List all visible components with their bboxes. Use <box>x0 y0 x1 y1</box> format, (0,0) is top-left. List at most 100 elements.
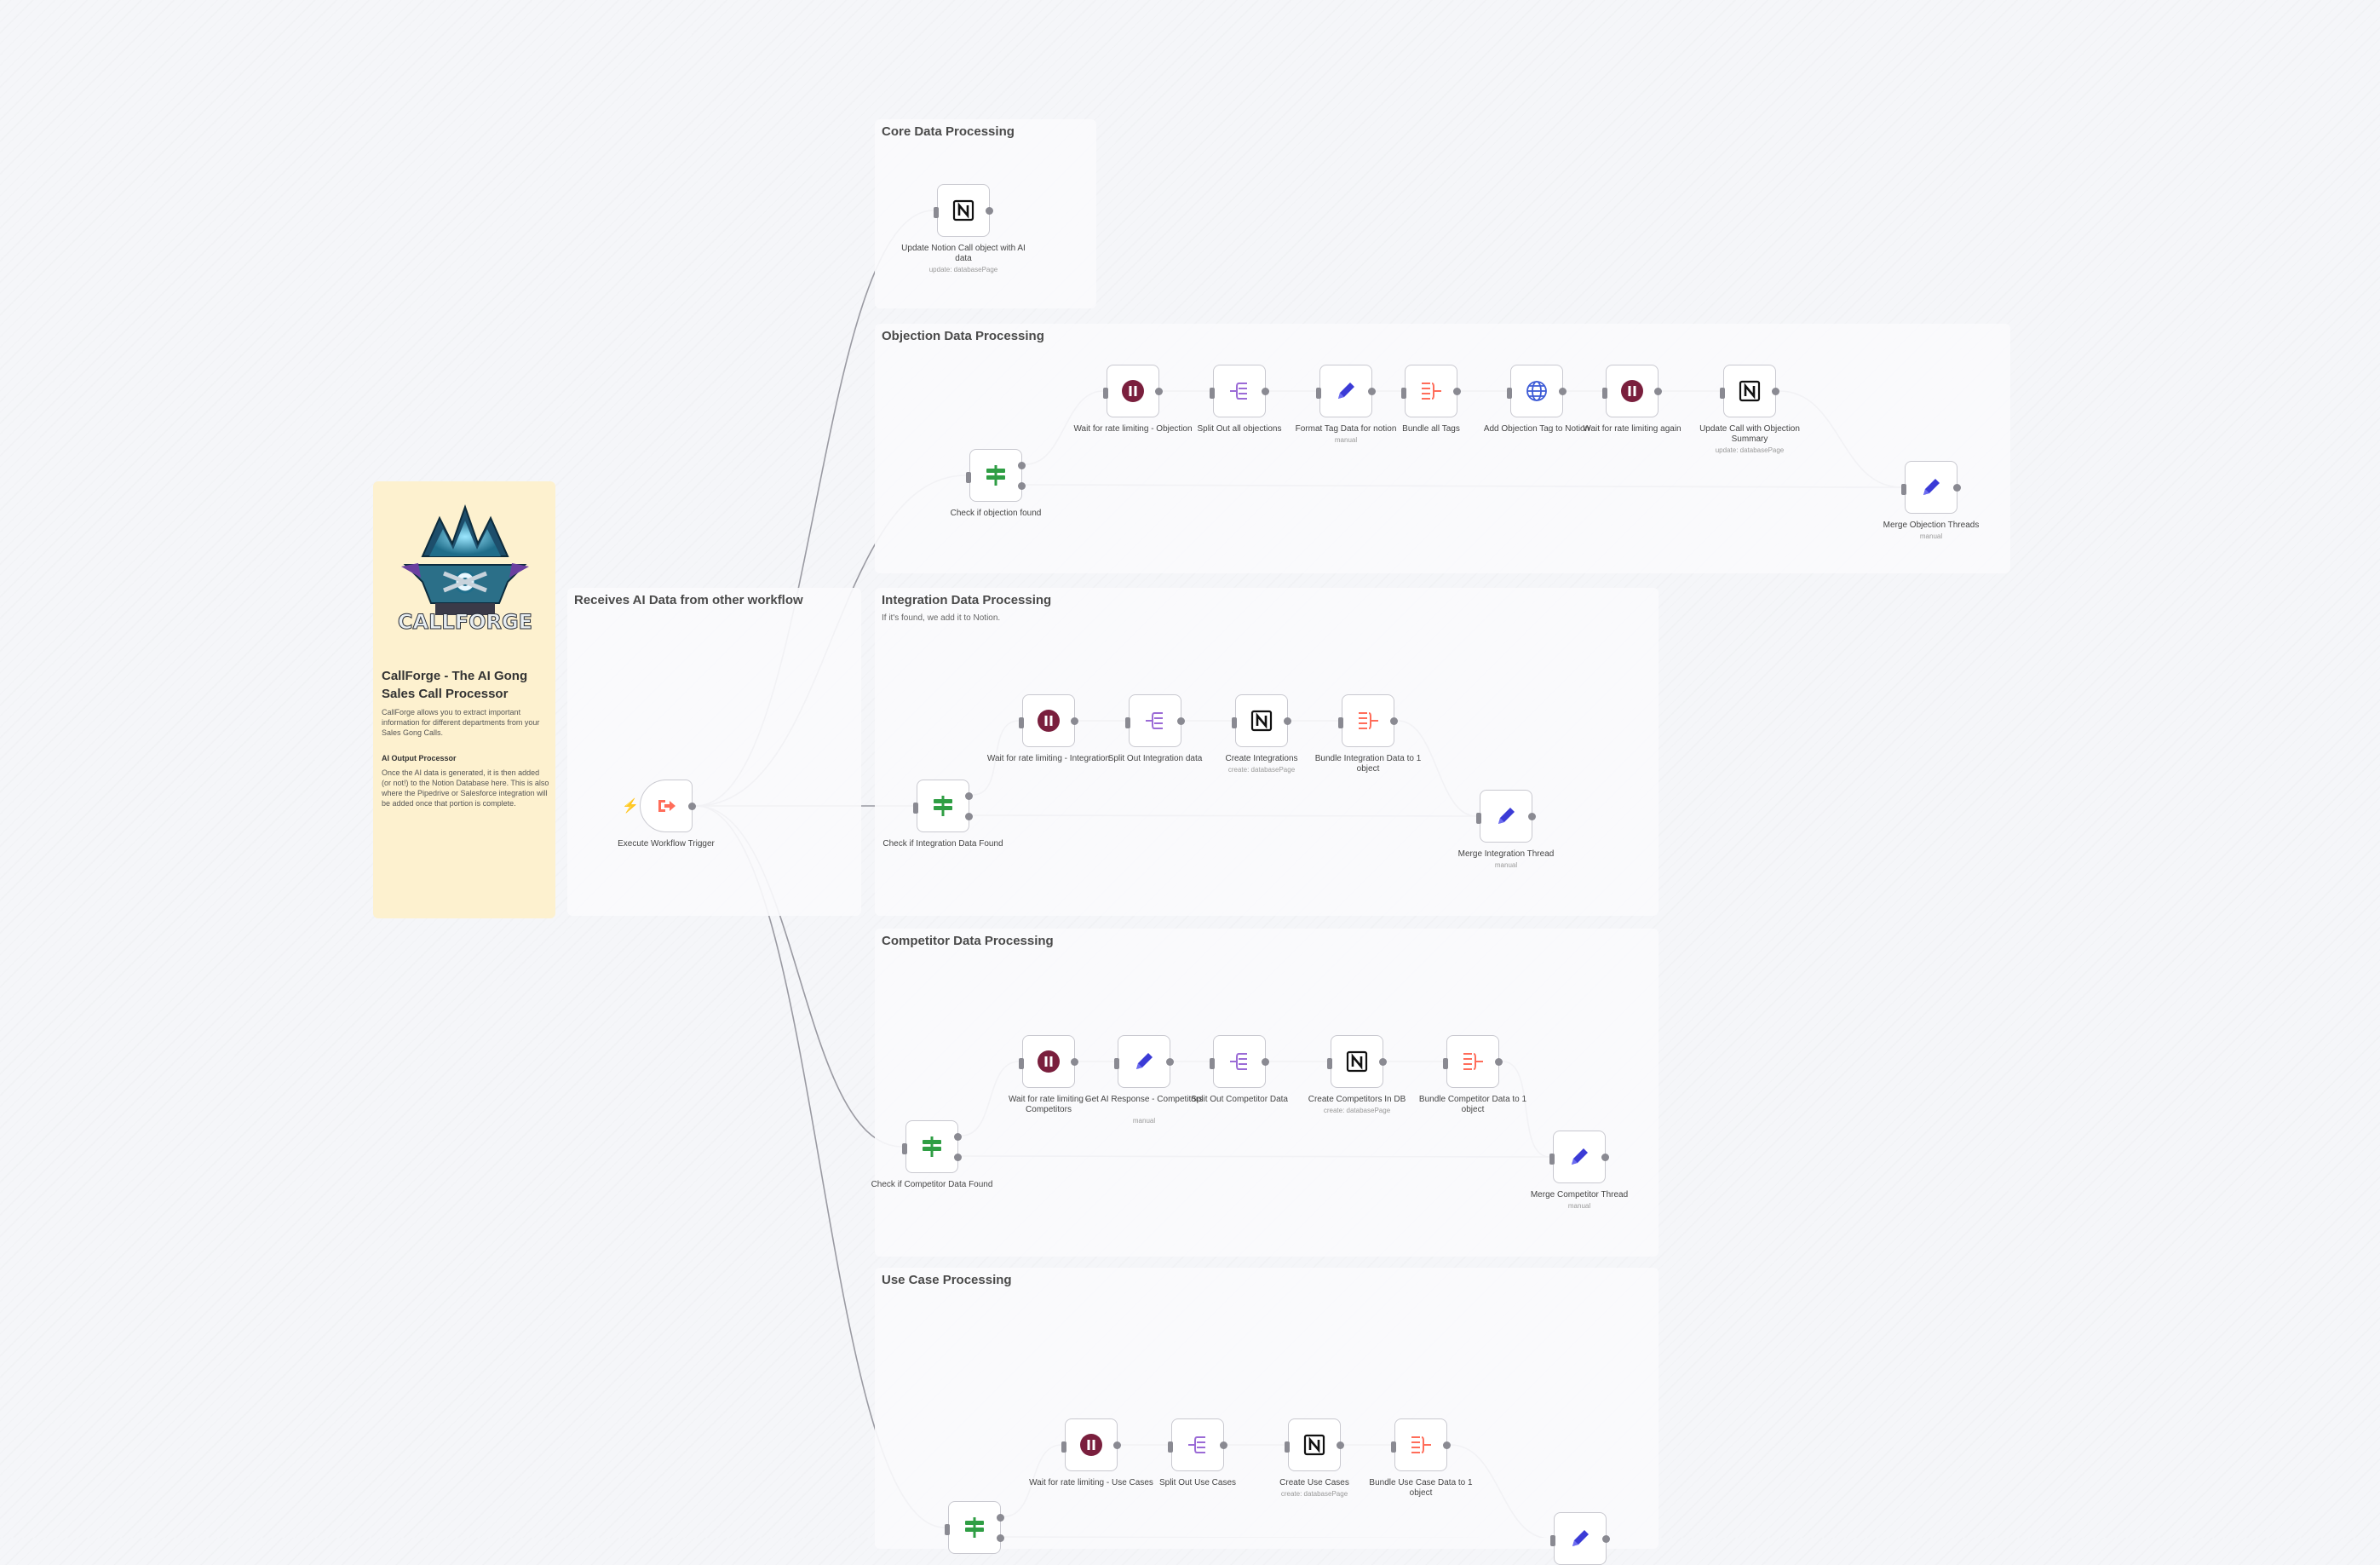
node-wait-again[interactable] <box>1606 365 1659 417</box>
output-handle-false[interactable] <box>954 1154 962 1161</box>
node-check-integration[interactable] <box>917 780 969 832</box>
sticky-title: Use Case Processing <box>882 1273 1012 1287</box>
output-handle[interactable] <box>1559 388 1567 395</box>
input-handle[interactable] <box>1210 1058 1215 1069</box>
node-bundle-usecase[interactable] <box>1394 1418 1447 1471</box>
output-handle[interactable] <box>1113 1441 1121 1449</box>
node-split-objections[interactable] <box>1213 365 1266 417</box>
input-handle[interactable] <box>1476 813 1481 824</box>
node-split-usecases[interactable] <box>1171 1418 1224 1471</box>
output-handle[interactable] <box>1071 1058 1078 1066</box>
node-check-objection[interactable] <box>969 449 1022 502</box>
split-icon <box>1142 708 1168 734</box>
output-handle[interactable] <box>1379 1058 1387 1066</box>
input-handle[interactable] <box>1103 388 1108 399</box>
input-handle[interactable] <box>1168 1441 1173 1453</box>
output-handle[interactable] <box>1953 484 1961 492</box>
output-handle-false[interactable] <box>997 1534 1004 1542</box>
node-merge-usecase[interactable] <box>1554 1512 1607 1565</box>
output-handle[interactable] <box>1262 1058 1269 1066</box>
input-handle[interactable] <box>1720 388 1725 399</box>
input-handle[interactable] <box>913 803 918 814</box>
node-trigger[interactable]: ⚡ <box>640 780 693 832</box>
input-handle[interactable] <box>1391 1441 1396 1453</box>
intro-sticky-note[interactable]: CALLFORGE CallForge - The AI Gong Sales … <box>373 481 555 918</box>
output-handle[interactable] <box>1262 388 1269 395</box>
sticky-objection[interactable]: Objection Data Processing <box>875 324 2010 573</box>
input-handle[interactable] <box>902 1143 907 1154</box>
output-handle-true[interactable] <box>965 792 973 800</box>
input-handle[interactable] <box>966 472 971 483</box>
output-handle[interactable] <box>1654 388 1662 395</box>
output-handle[interactable] <box>1177 717 1185 725</box>
output-handle[interactable] <box>1390 717 1398 725</box>
input-handle[interactable] <box>1125 717 1130 728</box>
output-handle[interactable] <box>986 207 993 215</box>
output-handle[interactable] <box>1166 1058 1174 1066</box>
output-handle[interactable] <box>1601 1154 1609 1161</box>
node-bundle-competitor[interactable] <box>1446 1035 1499 1088</box>
node-merge-objection[interactable] <box>1905 461 1957 514</box>
node-check-usecase[interactable] <box>948 1501 1001 1554</box>
output-handle-false[interactable] <box>1018 482 1026 490</box>
node-label: Merge Objection Threads <box>1867 521 1995 531</box>
output-handle[interactable] <box>1528 813 1536 820</box>
node-create-competitors[interactable] <box>1331 1035 1383 1088</box>
input-handle[interactable] <box>1114 1058 1119 1069</box>
input-handle[interactable] <box>1019 717 1024 728</box>
node-update-notion-call[interactable] <box>937 184 990 237</box>
output-handle[interactable] <box>1337 1441 1344 1449</box>
input-handle[interactable] <box>1338 717 1343 728</box>
input-handle[interactable] <box>1901 484 1906 495</box>
output-handle[interactable] <box>1453 388 1461 395</box>
node-bundle-integration[interactable] <box>1342 694 1394 747</box>
input-handle[interactable] <box>1550 1535 1555 1546</box>
node-wait-integration[interactable] <box>1022 694 1075 747</box>
input-handle[interactable] <box>1232 717 1237 728</box>
output-handle[interactable] <box>1368 388 1376 395</box>
node-format-tag[interactable] <box>1319 365 1372 417</box>
input-handle[interactable] <box>1316 388 1321 399</box>
input-handle[interactable] <box>934 207 939 218</box>
input-handle[interactable] <box>945 1524 950 1535</box>
output-handle[interactable] <box>1220 1441 1227 1449</box>
node-wait-usecases[interactable] <box>1065 1418 1118 1471</box>
input-handle[interactable] <box>1019 1058 1024 1069</box>
node-split-integration[interactable] <box>1129 694 1181 747</box>
input-handle[interactable] <box>1285 1441 1290 1453</box>
node-create-usecases[interactable] <box>1288 1418 1341 1471</box>
output-handle[interactable] <box>1071 717 1078 725</box>
output-handle-true[interactable] <box>954 1133 962 1141</box>
output-handle[interactable] <box>1602 1535 1610 1543</box>
node-check-competitor[interactable] <box>905 1120 958 1173</box>
output-handle[interactable] <box>688 803 696 810</box>
input-handle[interactable] <box>1401 388 1406 399</box>
node-wait-objection[interactable] <box>1107 365 1159 417</box>
node-merge-competitor[interactable] <box>1553 1131 1606 1183</box>
node-create-integrations[interactable] <box>1235 694 1288 747</box>
node-add-objection-tag[interactable] <box>1510 365 1563 417</box>
node-split-competitor[interactable] <box>1213 1035 1266 1088</box>
input-handle[interactable] <box>1549 1154 1555 1165</box>
node-bundle-tags[interactable] <box>1405 365 1457 417</box>
output-handle[interactable] <box>1284 717 1291 725</box>
output-handle-true[interactable] <box>997 1514 1004 1522</box>
output-handle[interactable] <box>1155 388 1163 395</box>
output-handle[interactable] <box>1772 388 1779 395</box>
node-get-ai-competitors[interactable] <box>1118 1035 1170 1088</box>
input-handle[interactable] <box>1443 1058 1448 1069</box>
output-handle[interactable] <box>1495 1058 1503 1066</box>
input-handle[interactable] <box>1507 388 1512 399</box>
input-handle[interactable] <box>1327 1058 1332 1069</box>
output-handle-false[interactable] <box>965 813 973 820</box>
output-handle[interactable] <box>1443 1441 1451 1449</box>
node-update-call-objection[interactable] <box>1723 365 1776 417</box>
input-handle[interactable] <box>1602 388 1607 399</box>
node-wait-competitors[interactable] <box>1022 1035 1075 1088</box>
output-handle-true[interactable] <box>1018 462 1026 469</box>
node-merge-integration[interactable] <box>1480 790 1532 843</box>
input-handle[interactable] <box>1210 388 1215 399</box>
input-handle[interactable] <box>1061 1441 1066 1453</box>
sticky-receives[interactable]: Receives AI Data from other workflow <box>567 588 861 916</box>
